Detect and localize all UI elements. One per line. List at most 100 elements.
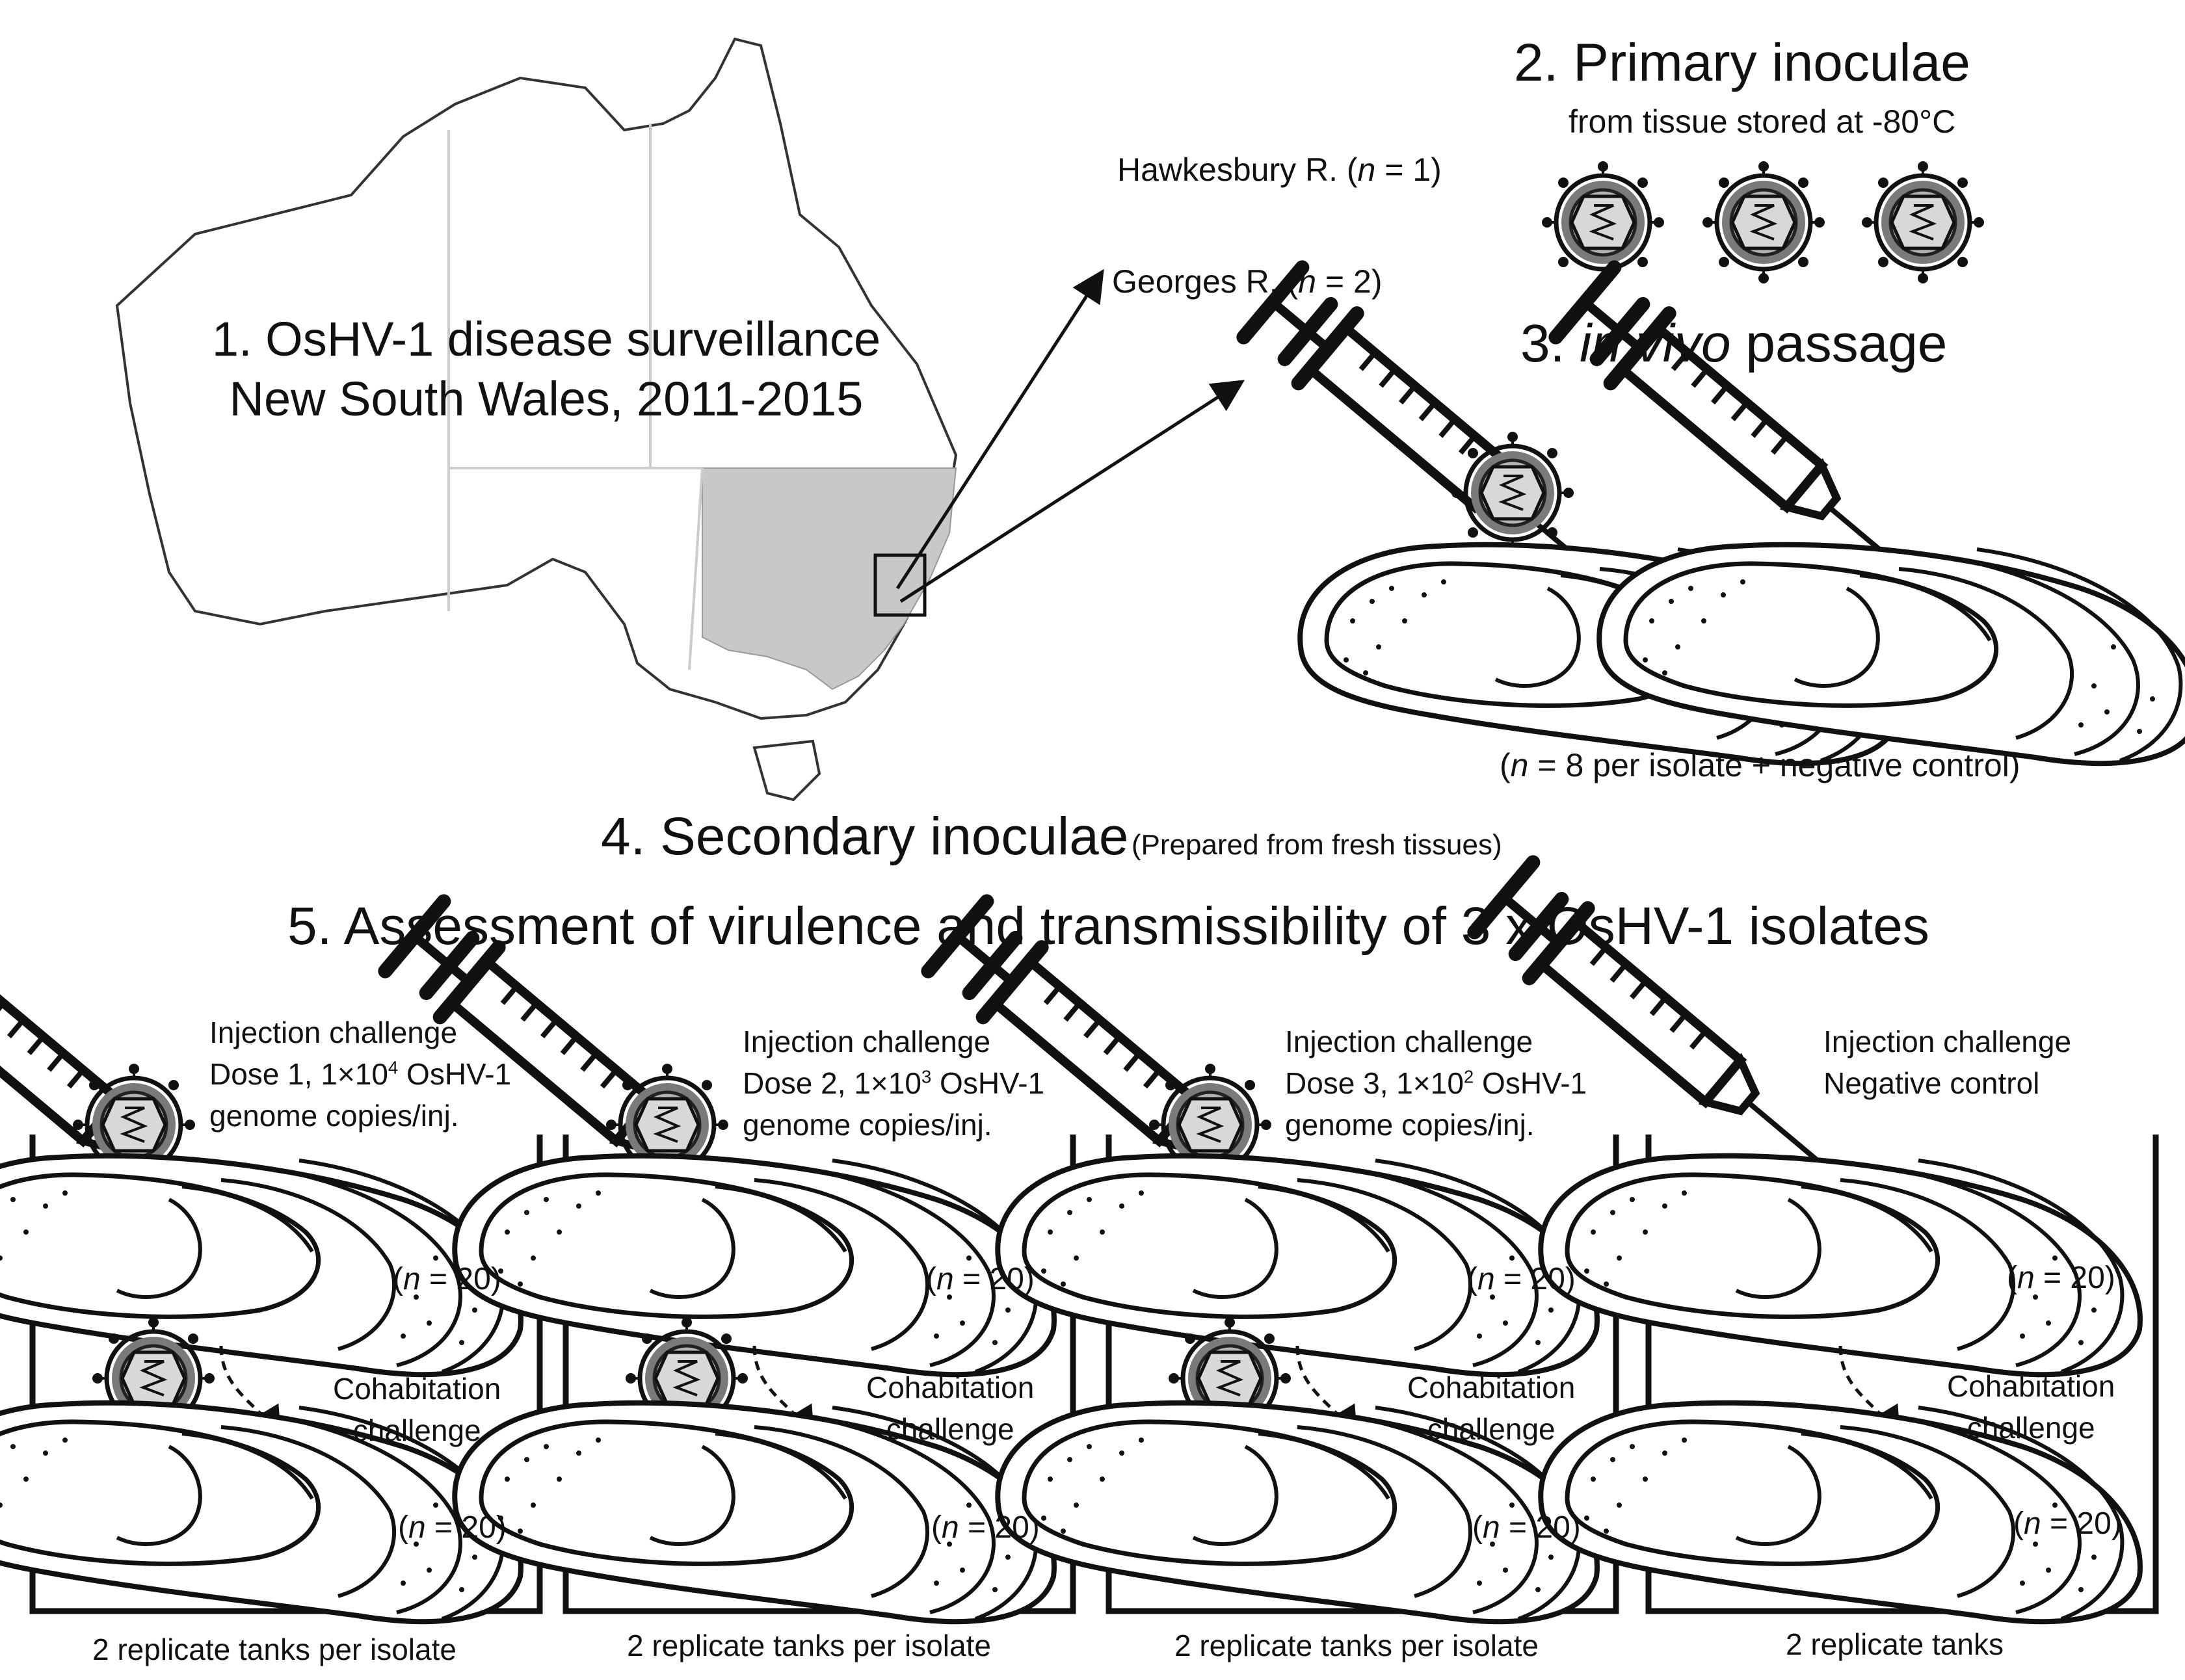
panel4-injection-label: Injection challenge Negative control bbox=[1823, 1021, 2071, 1104]
panel3-virus: OsHV-1 bbox=[1474, 1066, 1587, 1100]
site-georges-count: = 2) bbox=[1316, 263, 1383, 300]
step2-title: 2. Primary inoculae bbox=[1514, 33, 1970, 92]
panel4-n-cohab: (n = 20) bbox=[2013, 1506, 2122, 1542]
tank-3 bbox=[928, 901, 1619, 1621]
tank-2 bbox=[385, 901, 1076, 1621]
panel3-line3: genome copies/inj. bbox=[1285, 1108, 1535, 1142]
step3-prefix: 3. bbox=[1520, 314, 1580, 373]
primary-virus-3 bbox=[1862, 161, 1984, 283]
panel2-n1-rest: = 20) bbox=[953, 1262, 1035, 1296]
panel4-footer: 2 replicate tanks bbox=[1786, 1627, 2004, 1661]
site-georges-name: Georges R. ( bbox=[1112, 263, 1299, 300]
panel2-footer: 2 replicate tanks per isolate bbox=[627, 1629, 991, 1662]
panel2-virus: OsHV-1 bbox=[931, 1066, 1045, 1100]
nsw-region bbox=[702, 467, 957, 690]
panel2-n-injected: (n = 20) bbox=[926, 1261, 1035, 1297]
panel2-n1-var: n bbox=[936, 1262, 954, 1296]
panel2-line1: Injection challenge bbox=[743, 1025, 991, 1058]
panel4-n1-var: n bbox=[2017, 1261, 2035, 1295]
panel3-dose: Dose 3, 1×10 bbox=[1285, 1066, 1464, 1100]
panel1-n-cohab: (n = 20) bbox=[398, 1510, 507, 1545]
panel4-n1-open: ( bbox=[2007, 1261, 2017, 1295]
panel1-exponent: 4 bbox=[388, 1057, 399, 1078]
panel2-cohab-label: Cohabitation challenge bbox=[866, 1367, 1034, 1450]
tank-1 bbox=[0, 901, 543, 1621]
panel3-line1: Injection challenge bbox=[1285, 1025, 1533, 1058]
step4-title-row: 4. Secondary inoculae (Prepared from fre… bbox=[601, 806, 1502, 867]
panel3-n1-rest: = 20) bbox=[1494, 1262, 1576, 1296]
panel3-n2-rest: = 20) bbox=[1500, 1510, 1581, 1545]
step3-count-n: n bbox=[1510, 747, 1529, 783]
panel2-line2: Dose 2, 1×103 OsHV-1 bbox=[743, 1062, 1044, 1104]
panel2-injection-label: Injection challenge Dose 2, 1×103 OsHV-1… bbox=[743, 1021, 1044, 1146]
panel1-footer: 2 replicate tanks per isolate bbox=[92, 1633, 457, 1666]
panel2-n2-rest: = 20) bbox=[959, 1510, 1040, 1545]
step1-line1: 1. OsHV-1 disease surveillance bbox=[211, 312, 881, 366]
step4-title: 4. Secondary inoculae bbox=[601, 807, 1129, 866]
step1-label: 1. OsHV-1 disease surveillance New South… bbox=[163, 309, 930, 429]
arrow-georges bbox=[899, 380, 1245, 603]
panel3-n-cohab: (n = 20) bbox=[1472, 1510, 1581, 1545]
panel4-n2-open: ( bbox=[2013, 1506, 2024, 1541]
site-hawkesbury-name: Hawkesbury R. ( bbox=[1117, 151, 1358, 188]
step5-title: 5. Assessment of virulence and transmiss… bbox=[287, 897, 1929, 956]
panel4-cohab1: Cohabitation bbox=[1947, 1369, 2115, 1403]
panel1-n2-var: n bbox=[408, 1510, 426, 1545]
tasmania bbox=[752, 739, 821, 802]
panel4-n1-rest: = 20) bbox=[2034, 1261, 2115, 1295]
panel2-dose: Dose 2, 1×10 bbox=[743, 1066, 921, 1100]
step2-subtitle: from tissue stored at -80°C bbox=[1569, 103, 1956, 140]
panel4-n2-var: n bbox=[2023, 1506, 2041, 1541]
panel3-n1-var: n bbox=[1477, 1262, 1495, 1296]
panel1-n2-rest: = 20) bbox=[425, 1510, 507, 1545]
panel2-cohab2: challenge bbox=[886, 1412, 1014, 1446]
step4-note: (Prepared from fresh tissues) bbox=[1131, 829, 1502, 861]
panel4-cohab-label: Cohabitation challenge bbox=[1947, 1365, 2115, 1449]
panel3-n2-var: n bbox=[1482, 1510, 1500, 1545]
panel2-line3: genome copies/inj. bbox=[743, 1108, 992, 1142]
panel4-n2-rest: = 20) bbox=[2041, 1506, 2122, 1541]
panel3-n-injected: (n = 20) bbox=[1467, 1261, 1576, 1297]
arrow-hawkesbury bbox=[895, 269, 1104, 590]
panel1-n-injected: (n = 20) bbox=[393, 1261, 501, 1297]
panel1-cohab2: challenge bbox=[352, 1413, 481, 1447]
panel2-n1-open: ( bbox=[926, 1262, 936, 1296]
panel1-cohab1: Cohabitation bbox=[333, 1372, 501, 1406]
panel3-footer: 2 replicate tanks per isolate bbox=[1174, 1629, 1539, 1662]
panel1-n2-open: ( bbox=[398, 1510, 408, 1545]
step3-italic: in vivo bbox=[1580, 314, 1731, 373]
step3-title: 3. in vivo passage bbox=[1520, 313, 1947, 374]
panel3-cohab1: Cohabitation bbox=[1407, 1371, 1576, 1404]
panel4-cohab2: challenge bbox=[1966, 1411, 2095, 1445]
site-hawkesbury: Hawkesbury R. (n = 1) bbox=[1117, 151, 1442, 189]
state-borders bbox=[447, 124, 704, 670]
site-hawkesbury-count: = 1) bbox=[1375, 151, 1442, 188]
panel2-n-cohab: (n = 20) bbox=[931, 1510, 1040, 1545]
panel3-injection-label: Injection challenge Dose 3, 1×102 OsHV-1… bbox=[1285, 1021, 1587, 1146]
step3-suffix: passage bbox=[1730, 314, 1948, 373]
panel1-virus: OsHV-1 bbox=[398, 1057, 512, 1091]
site-georges-n: n bbox=[1298, 263, 1317, 300]
site-hawkesbury-n: n bbox=[1357, 151, 1376, 188]
panel4-n-injected: (n = 20) bbox=[2007, 1260, 2115, 1296]
step3-count-open: ( bbox=[1500, 747, 1511, 783]
panel2-cohab1: Cohabitation bbox=[866, 1371, 1035, 1404]
panel3-cohab-label: Cohabitation challenge bbox=[1407, 1367, 1575, 1450]
primary-virus-2 bbox=[1702, 161, 1825, 283]
panel1-n1-rest: = 20) bbox=[420, 1262, 501, 1296]
panel1-n1-open: ( bbox=[393, 1262, 403, 1296]
panel3-cohab2: challenge bbox=[1427, 1412, 1556, 1446]
panel3-n1-open: ( bbox=[1467, 1262, 1477, 1296]
panel2-exponent: 3 bbox=[921, 1066, 932, 1087]
panel1-line2: Dose 1, 1×104 OsHV-1 bbox=[209, 1053, 511, 1095]
panel2-n2-open: ( bbox=[931, 1510, 942, 1545]
panel3-exponent: 2 bbox=[1463, 1066, 1474, 1087]
panel1-line1: Injection challenge bbox=[209, 1016, 458, 1049]
site-georges: Georges R. (n = 2) bbox=[1112, 263, 1382, 300]
panel1-line3: genome copies/inj. bbox=[209, 1099, 459, 1133]
primary-virus-1 bbox=[1542, 161, 1664, 283]
panel1-injection-label: Injection challenge Dose 1, 1×104 OsHV-1… bbox=[209, 1012, 511, 1136]
tank-4 bbox=[1474, 862, 2159, 1621]
